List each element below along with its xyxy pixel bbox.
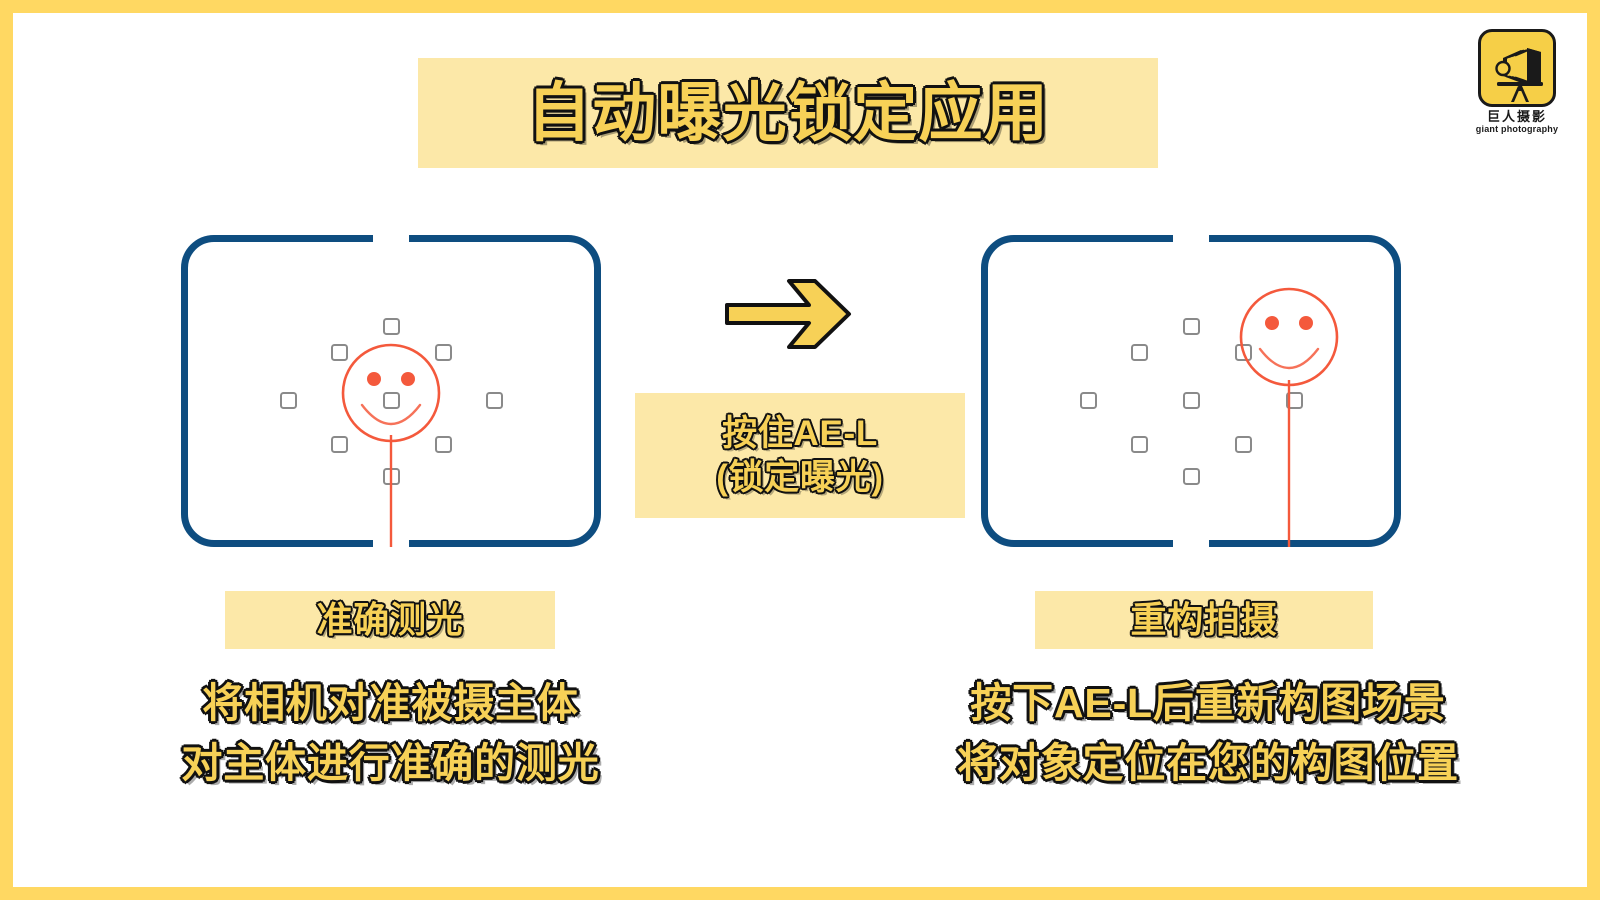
transition-line-1: 按住AE-L (722, 414, 878, 454)
step-description-recompose: 按下AE-L后重新构图场景 将对象定位在您的构图位置 (908, 680, 1508, 787)
smiley-face-subject-icon (1239, 287, 1339, 547)
page-title: 自动曝光锁定应用 (526, 77, 1050, 149)
logo-name-cn: 巨人摄影 (1486, 109, 1547, 124)
viewfinder-meter (181, 235, 601, 547)
viewfinder-recompose (981, 235, 1401, 547)
brand-logo: 巨人摄影 giant photography (1465, 29, 1569, 147)
transition-line-2: (锁定曝光) (716, 457, 884, 497)
desc-recompose-line-1: 按下AE-L后重新构图场景 (970, 680, 1446, 726)
step-caption-recompose: 重构拍摄 (1130, 599, 1278, 640)
bellows-camera-icon (1478, 29, 1556, 107)
desc-recompose-line-2: 将对象定位在您的构图位置 (957, 739, 1459, 786)
step-caption-banner-recompose: 重构拍摄 (1035, 591, 1373, 649)
desc-meter-line-2: 对主体进行准确的测光 (181, 739, 600, 786)
desc-meter-line-1: 将相机对准被摄主体 (202, 680, 579, 726)
step-caption-banner-meter: 准确测光 (225, 591, 555, 649)
af-point-active (383, 392, 400, 409)
logo-name-en: giant photography (1475, 124, 1559, 135)
title-banner: 自动曝光锁定应用 (418, 58, 1158, 168)
transition-banner: 按住AE-L (锁定曝光) (635, 393, 965, 518)
af-point-grid (280, 318, 503, 485)
right-arrow-icon (723, 275, 853, 353)
af-point-grid (1080, 318, 1303, 485)
smiley-face-subject-icon (341, 343, 441, 547)
infographic-canvas: 自动曝光锁定应用 (13, 13, 1587, 887)
step-caption-meter: 准确测光 (316, 599, 464, 640)
step-description-meter: 将相机对准被摄主体 对主体进行准确的测光 (118, 680, 663, 787)
